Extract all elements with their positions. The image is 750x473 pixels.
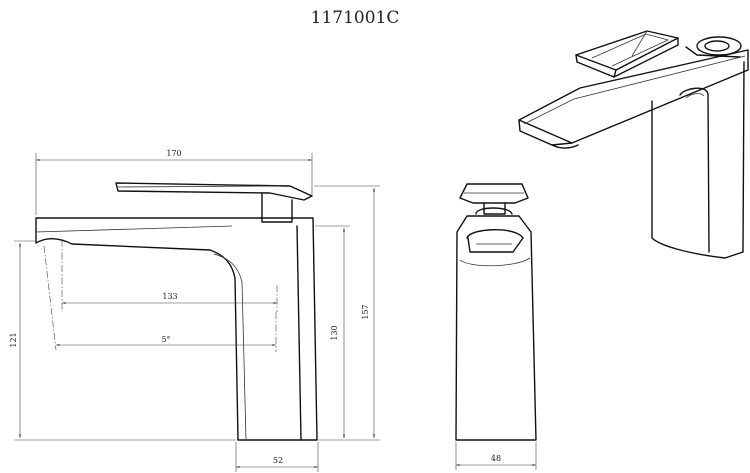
- dim-width-top: 170: [166, 149, 181, 158]
- dim-base-front: 48: [491, 454, 501, 463]
- front-view: [455, 183, 537, 441]
- dim-base-side: 52: [273, 456, 283, 465]
- dim-height-spout: 121: [9, 332, 18, 347]
- drawing-title: 1171001C: [311, 8, 400, 28]
- side-view: [35, 182, 318, 441]
- isometric-view: [518, 30, 749, 259]
- dim-height-body: 130: [330, 325, 339, 340]
- side-dimensions: 170 133 5° 121 130 157 52: [9, 149, 380, 472]
- dim-angle: 5°: [161, 335, 170, 344]
- dim-height-total: 157: [361, 304, 370, 319]
- front-dimensions: 48: [455, 442, 537, 470]
- dim-spout-reach: 133: [162, 292, 177, 301]
